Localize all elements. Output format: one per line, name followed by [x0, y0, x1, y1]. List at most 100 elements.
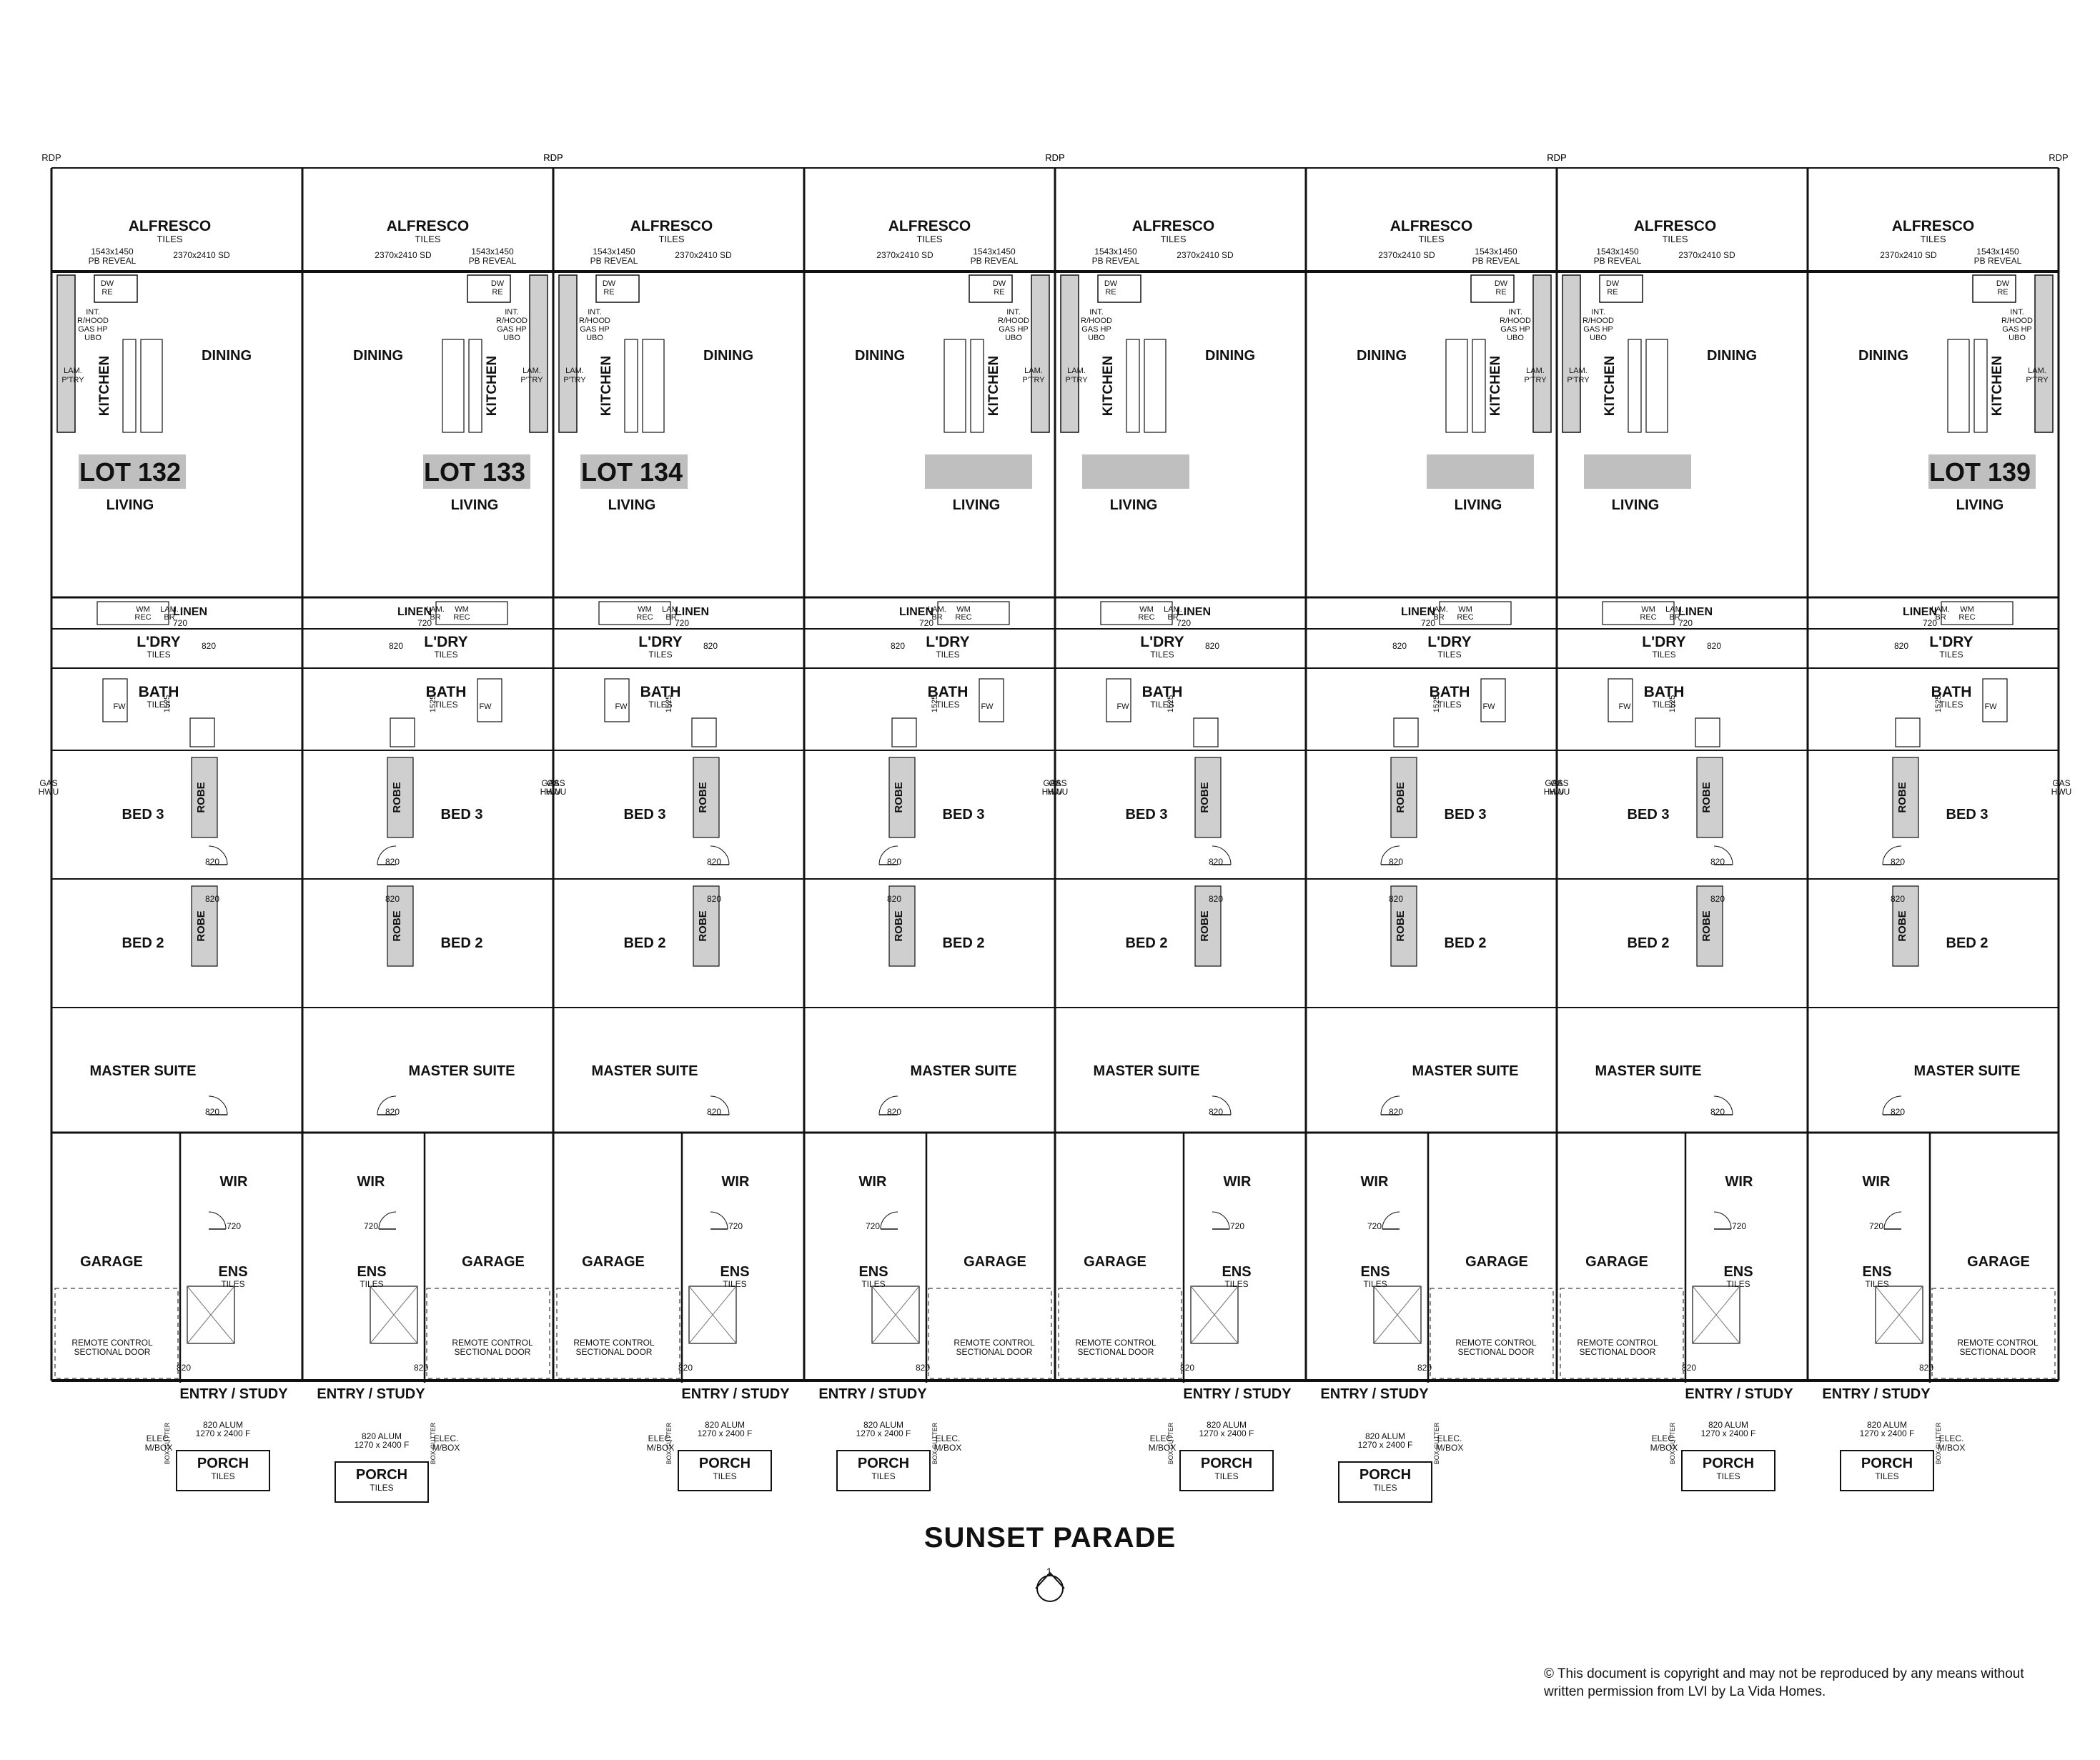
service-note: GAS [1545, 778, 1562, 788]
island-bench [1947, 339, 1970, 433]
room-label-garage: GARAGE [1585, 1254, 1648, 1270]
door-width: 720 [417, 618, 432, 628]
door-note: 1270 x 2400 F [1860, 1428, 1915, 1438]
room-label-bath: BATH [426, 684, 467, 700]
door-swing [208, 1095, 228, 1115]
room-label-bed3: BED 3 [1445, 807, 1487, 822]
garage-note: SECTIONAL DOOR [1580, 1347, 1656, 1357]
wm-label: WM [1458, 605, 1472, 614]
door-width: 820 [707, 894, 721, 904]
dimension: 1525 [163, 695, 172, 712]
room-label-dining: DINING [202, 348, 252, 364]
lot-number: LOT 134 [581, 457, 683, 487]
room-label-bed2: BED 2 [1126, 935, 1168, 951]
finish-label: TILES [1939, 650, 1963, 660]
room-label-entry: ENTRY / STUDY [1685, 1386, 1793, 1402]
window-note: PB REVEAL [1974, 256, 2022, 266]
door-width: 820 [1417, 1363, 1432, 1373]
room-label-alfresco: ALFRESCO [1634, 218, 1717, 234]
door-width: 820 [1710, 1107, 1725, 1117]
downpipe-note: RDP [1045, 152, 1064, 163]
service-note: HWU [2051, 787, 2072, 797]
room-label-garage: GARAGE [1465, 1254, 1528, 1270]
lam-label: LAM. [928, 605, 946, 614]
downpipe-note: RDP [1045, 152, 1064, 163]
door-swing [1212, 845, 1232, 865]
sink [467, 274, 511, 303]
room-label-entry: ENTRY / STUDY [1320, 1386, 1429, 1402]
appliance-label: RE [101, 288, 112, 297]
window-size: 1543x1450 [1094, 247, 1137, 257]
garage-note: SECTIONAL DOOR [576, 1347, 653, 1357]
room-label-master: MASTER SUITE [409, 1063, 515, 1079]
door-swing [878, 845, 898, 865]
door-width: 820 [1389, 1107, 1403, 1117]
door-note: 820 ALUM [705, 1420, 745, 1430]
lam-label: BR [1433, 613, 1444, 622]
door-size: 2370x2410 SD [675, 250, 732, 260]
kitchen-note: R/HOOD [998, 317, 1029, 325]
kitchen-bench [1562, 274, 1581, 433]
finish-label: TILES [936, 700, 959, 710]
room-label-robe: ROBE [893, 782, 905, 812]
window-note: PB REVEAL [971, 256, 1019, 266]
room-label-wir: WIR [357, 1174, 385, 1190]
room-label-entry: ENTRY / STUDY [1822, 1386, 1931, 1402]
room-label-master: MASTER SUITE [90, 1063, 197, 1079]
room-label-robe: ROBE [1896, 910, 1908, 941]
window-note: PB REVEAL [1594, 256, 1642, 266]
room-label-dining: DINING [1858, 348, 1908, 364]
door-width: 820 [707, 1107, 721, 1117]
shower-base [1190, 1286, 1239, 1344]
finish-label: TILES [1652, 650, 1675, 660]
shower-cross [187, 1286, 235, 1344]
pantry-note: LAM. [2028, 367, 2046, 375]
room-label-wir: WIR [859, 1174, 887, 1190]
door-width: 820 [707, 857, 721, 867]
service-note: HWU [1042, 787, 1063, 797]
garage-door-zone [556, 1288, 680, 1379]
service-note: GAS [1043, 778, 1061, 788]
service-note: GAS [541, 778, 559, 788]
kitchen-note: INT. [1089, 308, 1104, 317]
room-label-kitchen: KITCHEN [599, 356, 614, 416]
pantry-note: P'TRY [1524, 376, 1547, 384]
floor-waste: FW [1984, 702, 1997, 711]
door-swing [1883, 1211, 1902, 1230]
pantry-note: P'TRY [2026, 376, 2049, 384]
room-label-linen: LINEN [397, 606, 432, 618]
lot-label-box [1928, 454, 2036, 489]
finish-label: TILES [1373, 1483, 1397, 1493]
room-label-wir: WIR [220, 1174, 248, 1190]
kitchen-note: INT. [2010, 308, 2024, 317]
door-swing [1882, 845, 1902, 865]
room-label-living: LIVING [107, 497, 154, 513]
meter-note: ELEC. [936, 1433, 961, 1443]
downpipe-note: RDP [543, 152, 563, 163]
window-size: 1543x1450 [1976, 247, 2019, 257]
door-width: 820 [1209, 857, 1223, 867]
finish-label: TILES [1418, 234, 1444, 244]
north-arrow-circle [1036, 1575, 1064, 1602]
north-arrow [1035, 1571, 1065, 1602]
door-note: 1270 x 2400 F [698, 1428, 753, 1438]
gutter-note: BOX GUTTER [1669, 1422, 1676, 1464]
door-width: 820 [385, 857, 400, 867]
lot-number: LOT 139 [1929, 457, 2031, 487]
lam-label: LAM. [1164, 605, 1182, 614]
door-width: 720 [1678, 618, 1693, 628]
room-label-bed3: BED 3 [1628, 807, 1670, 822]
room-label-alfresco: ALFRESCO [630, 218, 713, 234]
wm-label: WM [1139, 605, 1154, 614]
shower-cross [1692, 1286, 1740, 1344]
bathtub [979, 678, 1004, 722]
room-label-laundry: L'DRY [424, 634, 467, 650]
door-width: 820 [205, 1107, 219, 1117]
window-size: 1543x1450 [1475, 247, 1517, 257]
meter-note: ELEC. [1437, 1433, 1462, 1443]
robe-shelf [191, 885, 218, 967]
island-bench [1628, 339, 1642, 433]
sink [94, 274, 138, 303]
finish-label: TILES [211, 1471, 234, 1481]
